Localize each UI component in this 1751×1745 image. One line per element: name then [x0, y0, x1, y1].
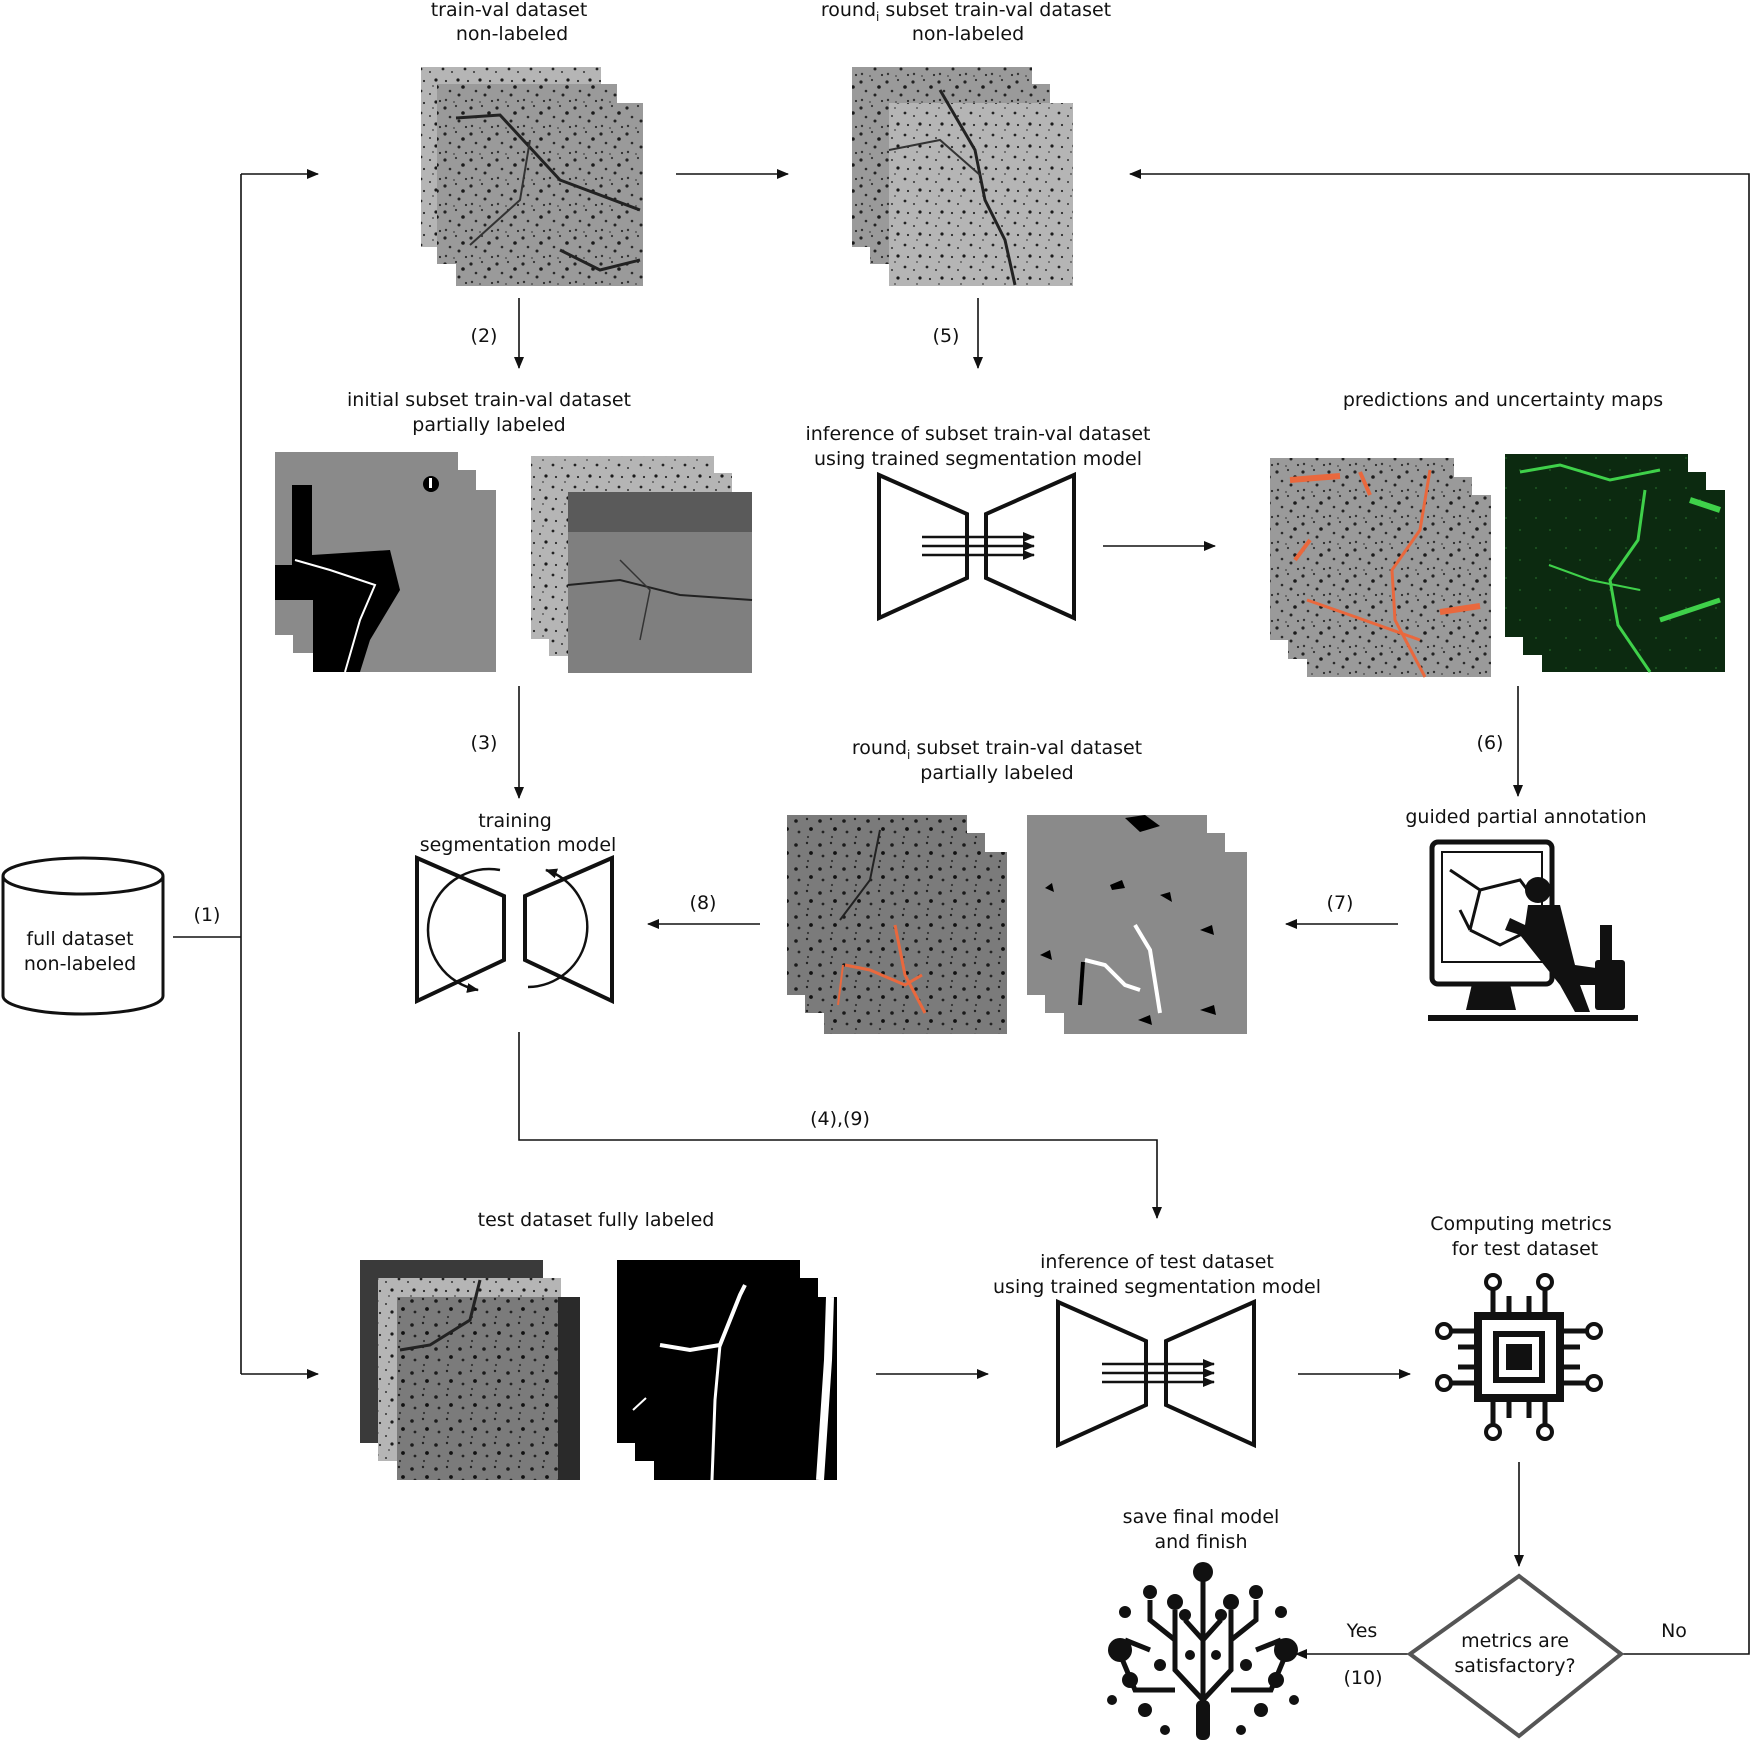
- full-dataset-label-line2: non-labeled: [24, 953, 136, 975]
- save-final-label-line2: and finish: [1154, 1531, 1247, 1553]
- arrow-no-loop: [1129, 169, 1750, 1655]
- test-dataset-label: test dataset fully labeled: [478, 1209, 715, 1231]
- decision-label-line2: satisfactory?: [1454, 1655, 1575, 1677]
- computing-metrics-label-line2: for test dataset: [1452, 1238, 1599, 1260]
- training-cycle-icon: [415, 854, 614, 1005]
- inference-subset-label-line2: using trained segmentation model: [814, 448, 1142, 470]
- round-subset-partial-line1: roundi subset train-val dataset: [852, 737, 1142, 762]
- step-5-label: (5): [933, 325, 960, 347]
- round-subset-partial-line2: partially labeled: [920, 762, 1073, 784]
- database-cylinder-icon: [1, 856, 165, 1016]
- neural-tree-icon: [1107, 1562, 1299, 1740]
- decision-diamond: [1406, 1573, 1625, 1739]
- trainval-image-stack: [421, 67, 643, 286]
- round-subset-nonlabeled-image-stack: [852, 67, 1073, 286]
- initial-subset-label-line1: initial subset train-val dataset: [347, 389, 631, 411]
- round-subset-partial-image-stack: [787, 815, 1007, 1034]
- trainval-label-line2: non-labeled: [456, 23, 568, 45]
- trainval-label-line1: train-val dataset: [431, 0, 588, 21]
- step-6-label: (6): [1477, 732, 1504, 754]
- connector-lines: [173, 169, 1750, 1659]
- decision-label-line1: metrics are: [1461, 1630, 1569, 1652]
- initial-subset-label-line2: partially labeled: [412, 414, 565, 436]
- inference-test-label-line1: inference of test dataset: [1040, 1251, 1274, 1273]
- step-7-label: (7): [1327, 892, 1354, 914]
- round-subset-partial-mask-stack: [1027, 815, 1247, 1034]
- circuit-chip-icon: [1435, 1273, 1603, 1441]
- round-subset-nonlabeled-line2: non-labeled: [912, 23, 1024, 45]
- uncertainty-map-stack: [1505, 454, 1725, 673]
- training-label-line1: training: [478, 810, 552, 832]
- no-label: No: [1661, 1620, 1687, 1642]
- initial-subset-image-stack: [531, 456, 753, 673]
- guided-annotation-label: guided partial annotation: [1405, 806, 1646, 828]
- initial-subset-mask-stack: [275, 452, 496, 673]
- annotator-at-computer-icon: [1428, 839, 1638, 1021]
- inference-test-label-line2: using trained segmentation model: [993, 1276, 1321, 1298]
- encoder-decoder-network-icon: [877, 471, 1076, 622]
- round-subset-nonlabeled-line1: roundi subset train-val dataset: [821, 0, 1111, 24]
- save-final-label-line1: save final model: [1123, 1506, 1280, 1528]
- full-dataset-label-line1: full dataset: [26, 928, 133, 950]
- computing-metrics-label-line1: Computing metrics: [1430, 1213, 1611, 1235]
- test-mask-stack: [617, 1260, 837, 1481]
- yes-label: Yes: [1346, 1620, 1378, 1642]
- step-3-label: (3): [471, 732, 498, 754]
- step-2-label: (2): [471, 325, 498, 347]
- predictions-uncertainty-label: predictions and uncertainty maps: [1343, 389, 1663, 411]
- inference-subset-label-line1: inference of subset train-val dataset: [805, 423, 1150, 445]
- step-8-label: (8): [690, 892, 717, 914]
- step-1-label: (1): [194, 904, 221, 926]
- step-4-9-label: (4),(9): [810, 1108, 870, 1130]
- step-10-label: (10): [1343, 1667, 1382, 1689]
- training-label-line2: segmentation model: [420, 834, 617, 856]
- encoder-decoder-network-icon: [1056, 1298, 1256, 1449]
- arrow-step-4-9: [518, 1032, 1162, 1219]
- predictions-image-stack: [1270, 458, 1491, 678]
- test-image-stack: [360, 1260, 580, 1480]
